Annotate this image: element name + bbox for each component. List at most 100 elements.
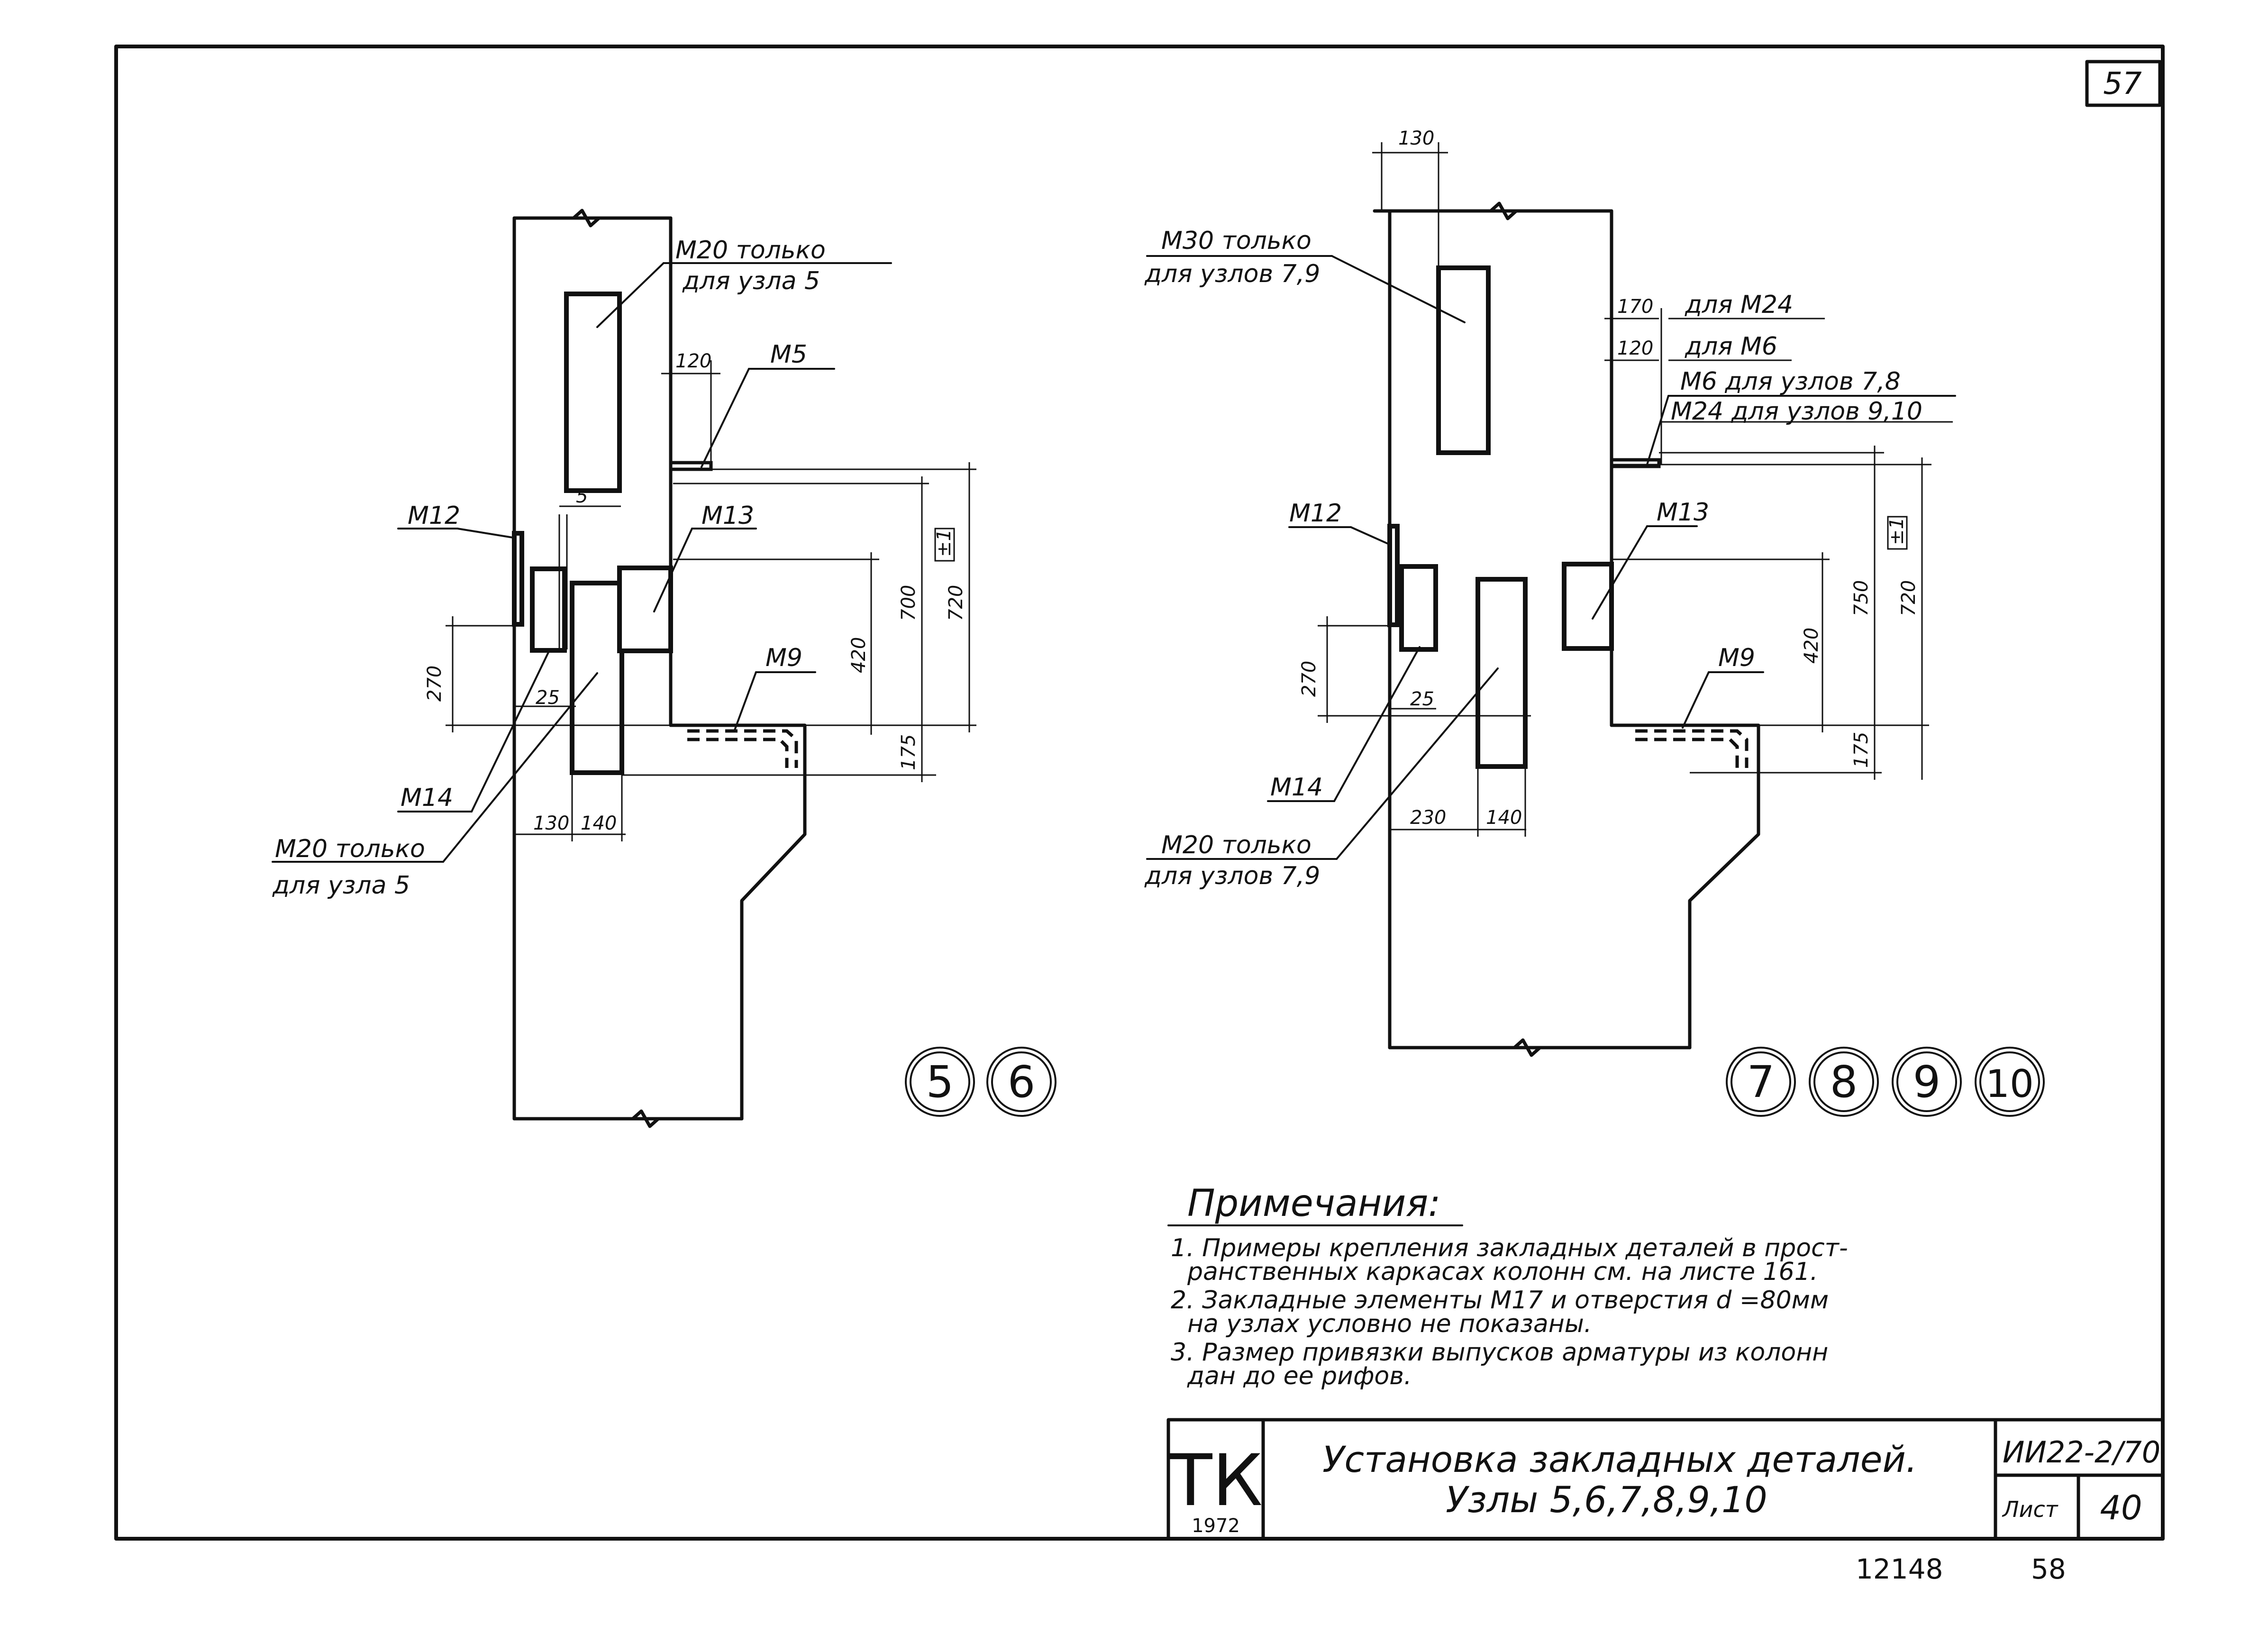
right-dim-130: 130: [1398, 128, 1434, 149]
left-label-m9: M9: [765, 644, 802, 672]
right-dim-420: 420: [1801, 628, 1822, 664]
right-tolerance-box: [1887, 516, 1908, 550]
node-circle-7: [1726, 1047, 1796, 1117]
right-dim-tolerance: ±1: [1886, 517, 1908, 545]
right-dim-720: 720: [1898, 580, 1920, 616]
left-label-m13: M13: [701, 502, 754, 530]
left-column-outline: [512, 209, 807, 1128]
title-line-2: Узлы 5,6,7,8,9,10: [1446, 1479, 1767, 1521]
right-dim-25: 25: [1410, 688, 1434, 710]
node-circle-6: [986, 1047, 1057, 1117]
node-circle-8-inner: [1813, 1051, 1874, 1112]
notes-line-6: дан до ее рифов.: [1187, 1362, 1412, 1390]
notes-line-1: 1. Примеры крепления закладных деталей в…: [1171, 1234, 1848, 1262]
left-node-circles: 5 6: [905, 1047, 1057, 1117]
node-label-7: 7: [1747, 1057, 1775, 1107]
left-dim-130: 130: [533, 812, 569, 834]
m30-plate: [1436, 265, 1491, 455]
sheet-number: 57: [2103, 66, 2142, 101]
notes-block: Примечания: 1. Примеры крепления закладн…: [1167, 1182, 1848, 1390]
m20-bottom-plate: [570, 581, 624, 775]
node-label-5: 5: [926, 1057, 954, 1107]
right-label-m12: M12: [1289, 499, 1342, 528]
left-dim-120: 120: [675, 350, 711, 372]
node-circle-5: [905, 1047, 975, 1117]
title-line-1: Установка закладных деталей.: [1322, 1438, 1917, 1480]
right-dim-140: 140: [1486, 807, 1522, 829]
m20-plate: [1476, 577, 1528, 769]
right-label-m6-nodes: M6 для узлов 7,8: [1680, 367, 1901, 396]
title-block: ТК 1972 Установка закладных деталей. Узл…: [1166, 1418, 2165, 1541]
node-circle-10: [1975, 1047, 2045, 1117]
left-label-m5: M5: [770, 340, 807, 369]
notes-line-3: 2. Закладные элементы M17 и отверстия d …: [1171, 1286, 1829, 1315]
m9-bar: [1635, 729, 1749, 768]
m9-bar-inner: [1635, 738, 1739, 768]
right-dim-175: 175: [1850, 732, 1872, 768]
title-sheet-value: 40: [2100, 1488, 2142, 1527]
right-label-m20-1: M20 только: [1161, 831, 1312, 859]
node-circle-10-inner: [1979, 1051, 2040, 1112]
left-tolerance-box: [934, 528, 955, 562]
right-dim-270: 270: [1298, 661, 1320, 697]
left-dim-270: 270: [424, 666, 446, 702]
left-dim-tolerance: ±1: [933, 529, 955, 557]
node-circle-9: [1892, 1047, 1962, 1117]
right-label-for-m6: для M6: [1685, 332, 1777, 361]
m13-plate: [1562, 562, 1614, 651]
left-dim-5: 5: [576, 485, 588, 507]
notes-line-4: на узлах условно не показаны.: [1187, 1310, 1592, 1338]
right-label-m30-1: M30 только: [1161, 227, 1312, 255]
right-drawing: M30 только для узлов 7,9 для M24 для M6 …: [1144, 128, 2045, 1117]
left-label-m12: M12: [408, 502, 460, 530]
title-sheet-label: Лист: [2002, 1497, 2059, 1522]
m12-plate: [1387, 524, 1400, 627]
right-dim-120: 120: [1617, 338, 1653, 359]
m20-top-plate: [564, 292, 622, 493]
right-node-circles: 7 8 9 10: [1726, 1047, 2045, 1117]
node-label-9: 9: [1913, 1057, 1941, 1107]
node-circle-8: [1809, 1047, 1879, 1117]
right-label-m13: M13: [1657, 498, 1709, 527]
right-label-m9: M9: [1718, 644, 1755, 672]
node-label-6: 6: [1008, 1057, 1036, 1107]
right-label-for-m24: для M24: [1685, 291, 1793, 319]
left-dim-420: 420: [848, 637, 870, 673]
left-dim-700: 700: [898, 585, 920, 621]
left-dimensions: [446, 344, 976, 841]
left-dim-175: 175: [898, 734, 920, 770]
left-label-m20-bottom-1: M20 только: [275, 835, 425, 863]
right-label-m20-2: для узлов 7,9: [1144, 862, 1320, 890]
right-dim-170: 170: [1617, 296, 1653, 318]
sheet-frame: [114, 45, 2165, 1541]
node-circle-5-inner: [910, 1051, 970, 1112]
m5-bar: [669, 461, 713, 471]
left-leaders: [272, 262, 892, 863]
right-label-m24-nodes: M24 для узлов 9,10: [1671, 397, 1922, 426]
left-label-m20-bottom-2: для узла 5: [272, 871, 410, 900]
m13-plate: [617, 566, 673, 653]
m9-bar-inner: [687, 738, 789, 768]
right-label-m30-2: для узлов 7,9: [1144, 260, 1320, 288]
node-label-10: 10: [1986, 1062, 2034, 1106]
right-dim-750: 750: [1850, 580, 1872, 616]
m14-plate: [1399, 564, 1438, 652]
m12-plate: [512, 531, 524, 627]
node-circle-6-inner: [991, 1051, 1052, 1112]
m6-m24-bar: [1610, 458, 1661, 468]
left-drawing: M20 только для узла 5 M5 M12 M13 M9 M14 …: [272, 209, 1057, 1128]
title-year: 1972: [1192, 1515, 1240, 1537]
footer-number-2: 58: [2031, 1553, 2066, 1585]
right-leaders: [1146, 255, 1956, 860]
left-dim-25: 25: [536, 687, 560, 709]
notes-heading: Примечания:: [1187, 1182, 1440, 1225]
left-dim-720: 720: [945, 585, 967, 621]
left-label-m20-top-2: для узла 5: [682, 267, 820, 295]
title-logo: ТК: [1168, 1440, 1263, 1522]
m9-bar: [687, 729, 798, 768]
node-label-8: 8: [1830, 1057, 1858, 1107]
node-circle-7-inner: [1731, 1051, 1791, 1112]
left-label-m14: M14: [401, 784, 453, 812]
right-label-m14: M14: [1270, 773, 1323, 802]
